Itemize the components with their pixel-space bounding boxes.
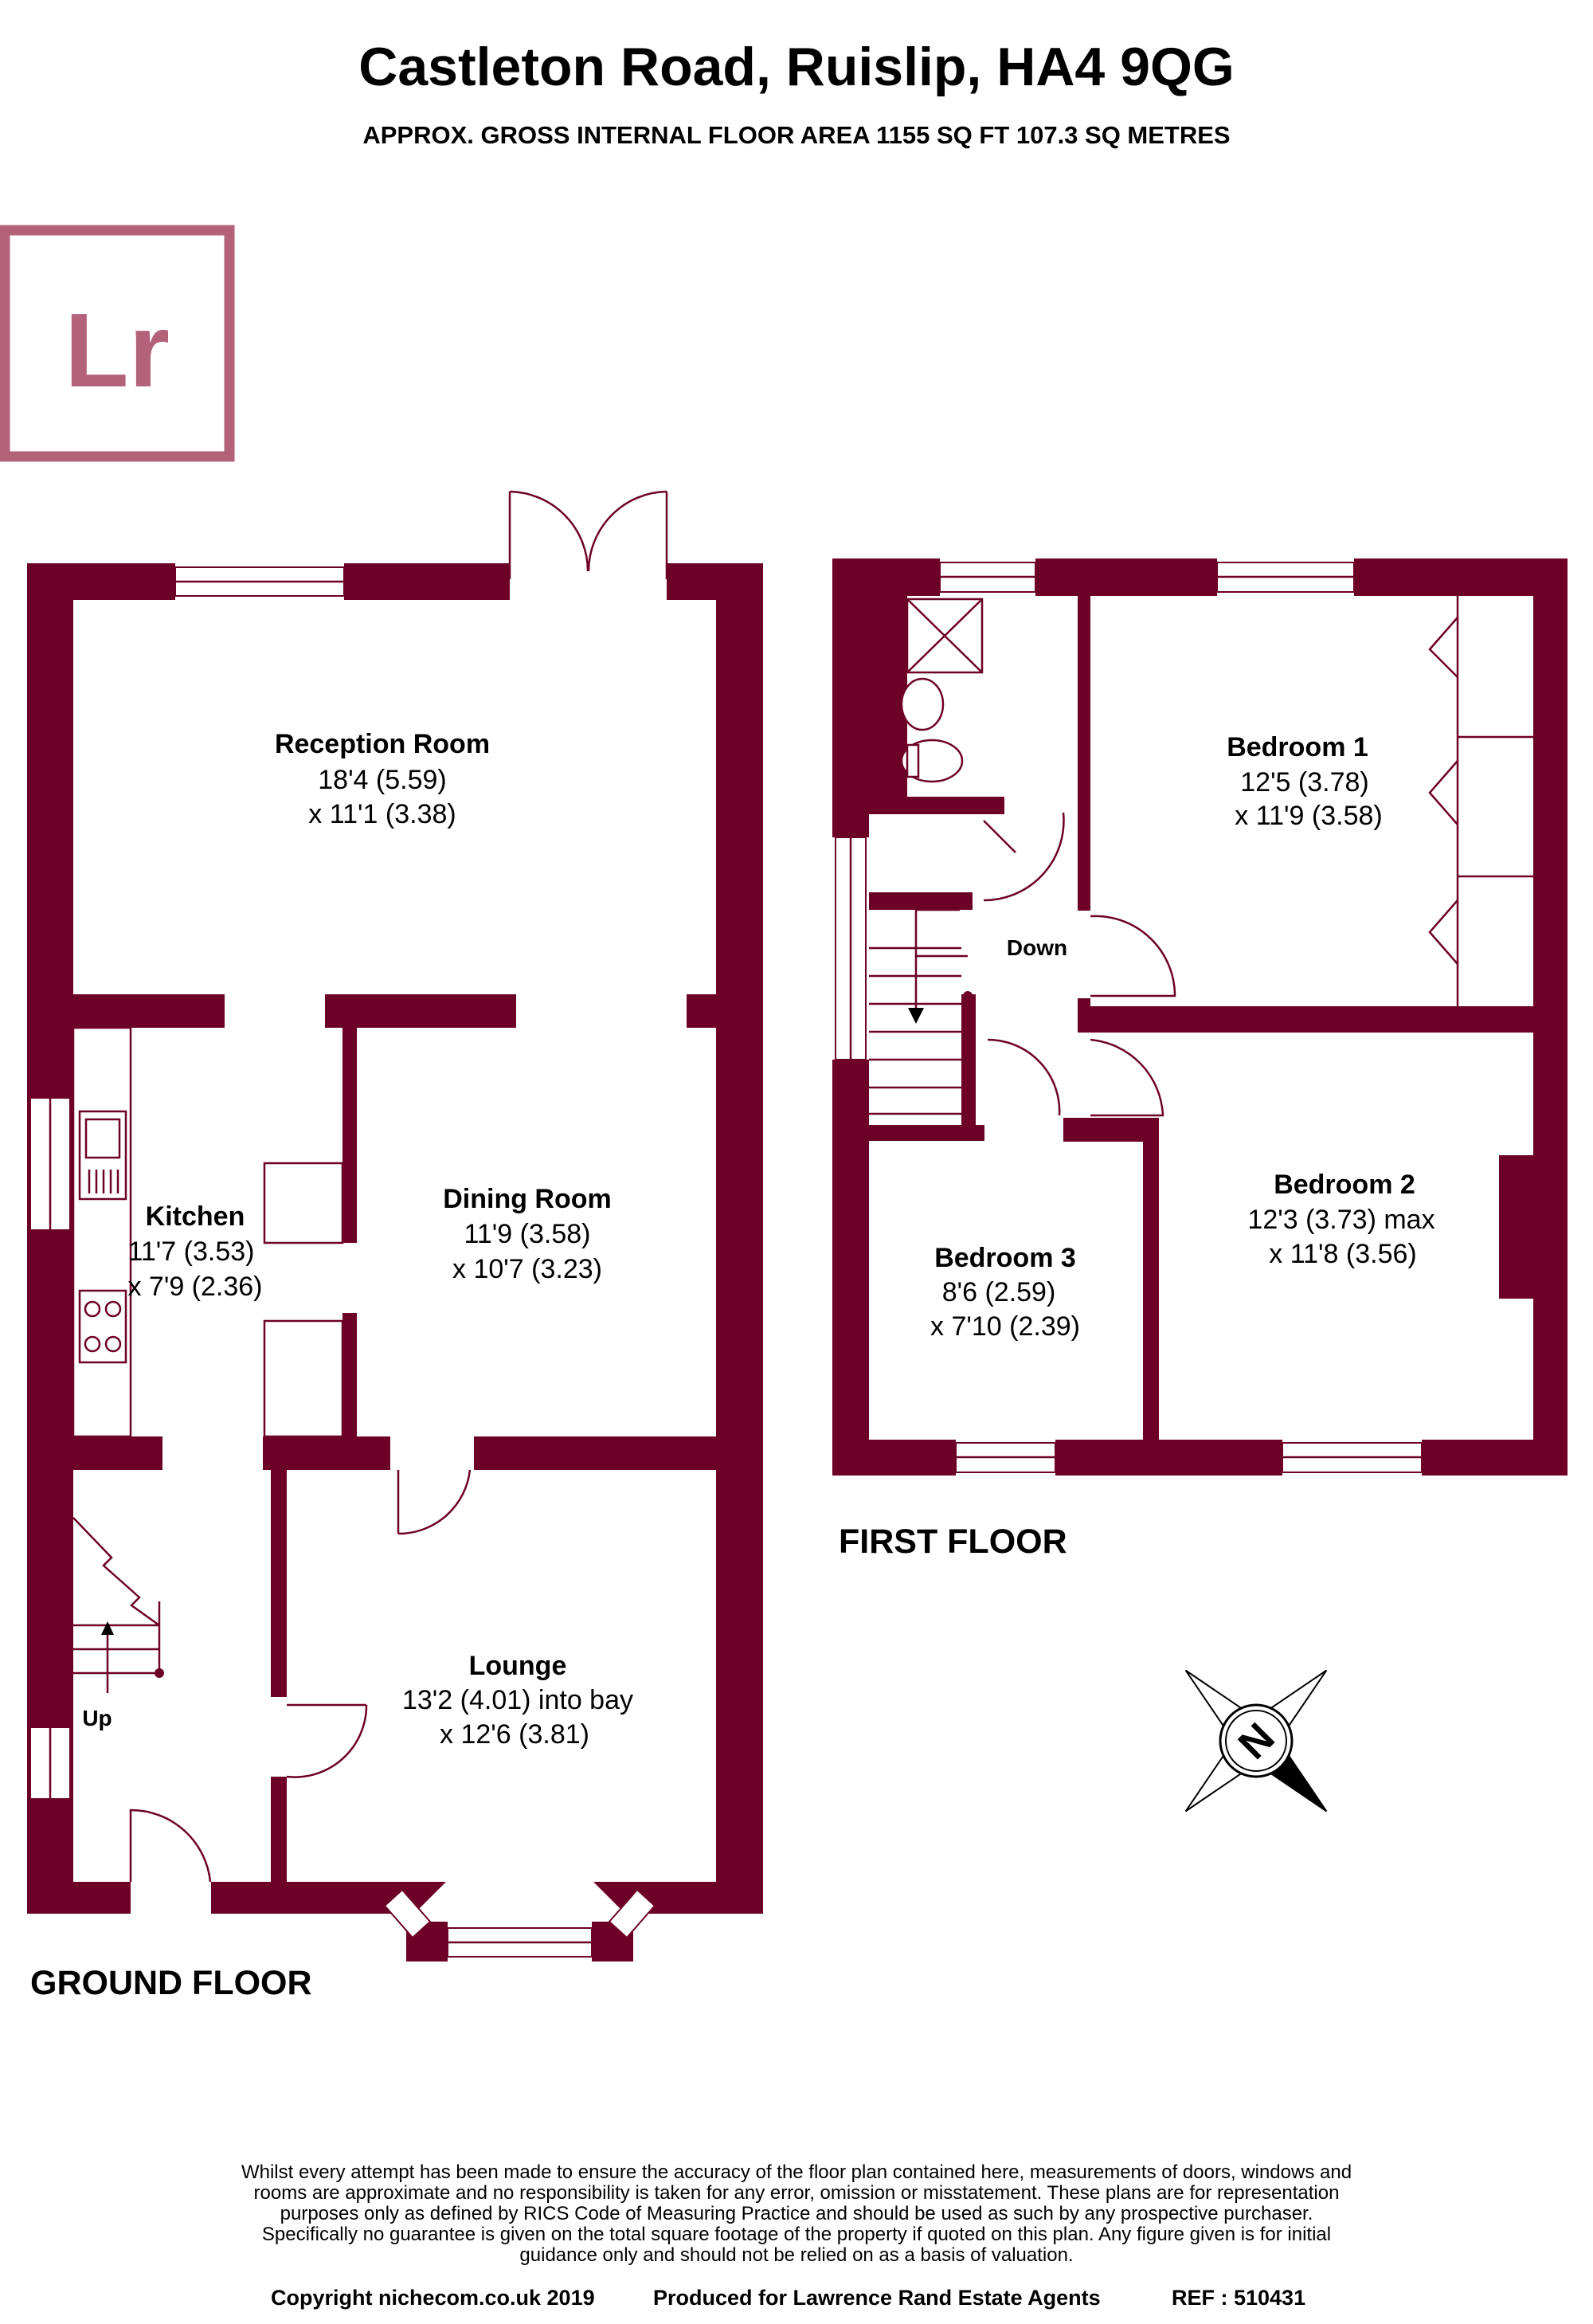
room-dim-lounge: 13'2 (4.01) into bay	[402, 1685, 633, 1715]
first-floor-label: FIRST FLOOR	[839, 1523, 1067, 1561]
room-dim-bedroom-2: x 11'8 (3.56)	[1269, 1239, 1416, 1269]
disclaimer-line: guidance only and should not be relied o…	[519, 2244, 1073, 2266]
room-dim-dining: x 10'7 (3.23)	[452, 1254, 602, 1284]
first-floor-plan: Down Bedroom 1 12'5 (3.78) x 11'9 (3.58)…	[832, 558, 1568, 1561]
room-dim-bedroom-3: x 7'10 (2.39)	[930, 1311, 1080, 1342]
disclaimer-text: Whilst every attempt has been made to en…	[241, 2161, 1352, 2266]
hob-icon	[78, 1289, 127, 1364]
room-name-kitchen: Kitchen	[146, 1201, 245, 1232]
room-dim-reception: 18'4 (5.59)	[318, 765, 446, 795]
room-dim-bedroom-3: 8'6 (2.59)	[942, 1277, 1056, 1307]
door-swing	[1090, 1038, 1164, 1117]
ground-stairs	[72, 1517, 164, 1693]
agent-logo: Lr	[0, 225, 235, 462]
footer-reference: REF : 510431	[1172, 2286, 1305, 2310]
door-swing	[987, 1038, 1061, 1116]
room-name-lounge: Lounge	[469, 1651, 567, 1681]
stairs-down-label: Down	[1007, 935, 1067, 960]
door-swing	[397, 1469, 472, 1535]
page-title: Castleton Road, Ruislip, HA4 9QG	[358, 37, 1235, 97]
room-dim-bedroom-1: x 11'9 (3.58)	[1235, 801, 1382, 831]
room-name-bedroom-3: Bedroom 3	[934, 1243, 1076, 1273]
stairs-up-label: Up	[82, 1706, 112, 1730]
room-dim-lounge: x 12'6 (3.81)	[440, 1719, 589, 1750]
footer-produced-for: Produced for Lawrence Rand Estate Agents	[653, 2286, 1101, 2310]
ground-floor-label: GROUND FLOOR	[30, 1964, 312, 2002]
disclaimer-line: Whilst every attempt has been made to en…	[241, 2161, 1352, 2183]
ground-floor-plan: Up Reception Room 18'4 (5.59) x 11'1 (3.…	[27, 490, 763, 2002]
worktop	[72, 1026, 132, 1438]
room-dim-kitchen: x 7'9 (2.36)	[127, 1272, 262, 1302]
door-swing	[1090, 915, 1176, 997]
wardrobes	[1428, 596, 1533, 1006]
disclaimer-line: purposes only as defined by RICS Code of…	[280, 2203, 1313, 2224]
door-swing	[286, 1703, 368, 1778]
room-dim-kitchen: 11'7 (3.53)	[128, 1236, 255, 1267]
french-doors	[508, 490, 668, 579]
floor-area-subtitle: APPROX. GROSS INTERNAL FLOOR AREA 1155 S…	[362, 121, 1230, 149]
north-arrow-icon: N	[1184, 1669, 1328, 1813]
first-stairs	[869, 908, 973, 1115]
room-dim-reception: x 11'1 (3.38)	[308, 799, 456, 829]
cupboard	[263, 1162, 344, 1244]
room-name-bedroom-2: Bedroom 2	[1274, 1170, 1415, 1200]
room-dim-bedroom-1: 12'5 (3.78)	[1240, 767, 1368, 798]
room-dim-dining: 11'9 (3.58)	[464, 1219, 591, 1249]
room-dim-bedroom-2: 12'3 (3.73) max	[1247, 1205, 1434, 1235]
footer-copyright: Copyright nichecom.co.uk 2019	[271, 2286, 595, 2310]
room-name-bedroom-1: Bedroom 1	[1227, 732, 1368, 762]
basin-icon	[900, 677, 945, 731]
door-swing	[983, 812, 1065, 902]
room-name-reception: Reception Room	[275, 729, 490, 759]
logo-lettering: Lr	[65, 292, 170, 409]
disclaimer-line: Specifically no guarantee is given on th…	[262, 2224, 1331, 2245]
room-name-dining: Dining Room	[443, 1184, 612, 1214]
cupboard	[263, 1319, 344, 1438]
door-swing	[129, 1809, 212, 1883]
disclaimer-line: rooms are approximate and no responsibil…	[254, 2182, 1340, 2204]
